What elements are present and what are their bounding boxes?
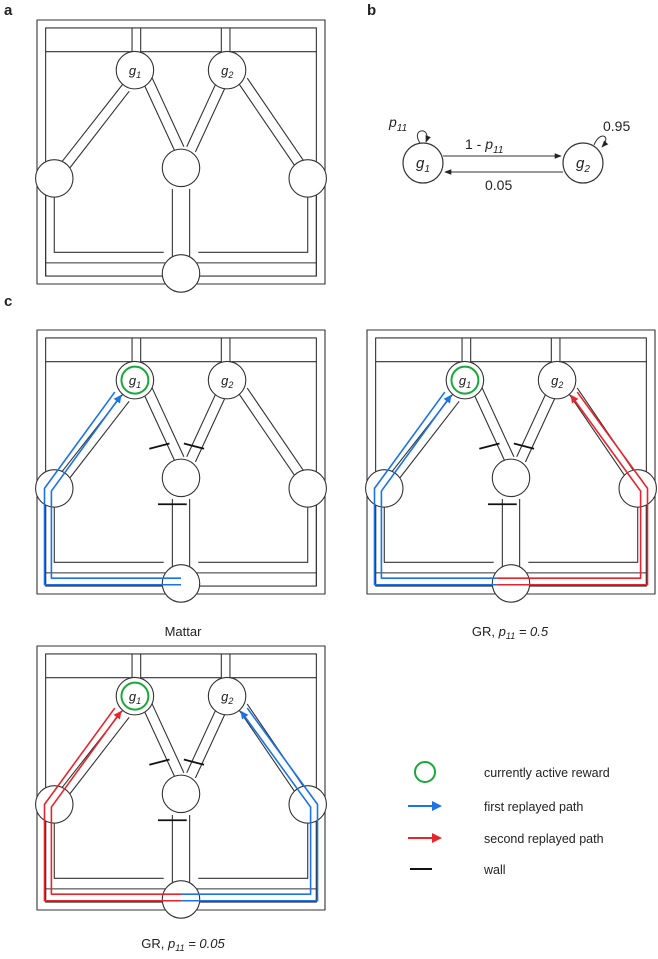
panel-label-b: b [367,2,376,19]
graph-node-g2-label: g2 [576,155,590,175]
graph-node-g1-label: g1 [416,155,430,175]
self-loop-g1 [417,130,431,144]
self-loop-g1-label: p11 [388,114,407,134]
maze-label-g1: g1 [129,373,141,390]
maze-node-g1 [115,50,155,90]
maze-node-bottom [161,880,201,919]
maze-label-g1: g1 [129,689,141,706]
maze-node-g2 [207,50,247,90]
maze-node-g2 [207,676,247,716]
maze-label-g2: g2 [221,63,233,80]
maze-label-g1: g1 [459,373,471,390]
maze-label-g2: g2 [551,373,563,390]
legend-wall-label: wall [483,863,506,877]
wall [149,758,170,766]
wall [513,442,535,450]
second-replayed-path [496,391,649,586]
legend-reward-label: currently active reward [484,766,610,780]
maze-node-left [35,159,74,198]
first-replayed-path [181,707,319,902]
first-replayed-path [181,710,312,895]
first-replayed-path [50,394,181,579]
reward-marker [120,681,150,711]
caption-gr-05: GR, p11 = 0.5 [472,624,549,641]
arrow-top-label: 1 - p11 [465,136,503,156]
first-replayed-path [373,391,497,586]
first-replayed-path [43,391,181,586]
maze-node-center [161,458,201,498]
reward-marker [450,365,480,395]
maze-node-bottom [161,564,201,603]
second-replayed-path [50,710,181,895]
maze-a: g1 g2 [35,19,327,293]
wall [149,442,170,450]
caption-mattar: Mattar [165,624,203,639]
transition-graph: g1 g2 1 - p11 0.05 p11 0.95 [388,114,630,193]
reward-marker [120,365,150,395]
graph-node-g1 [402,142,444,184]
legend-reward-icon [414,761,436,783]
first-replayed-path [380,394,497,579]
maze-label-g1: g1 [129,63,141,80]
maze-node-center [161,148,201,188]
second-replayed-path [496,394,642,579]
self-loop-g2-label: 0.95 [603,118,630,134]
panel-label-c: c [4,293,12,310]
caption-gr-005: GR, p11 = 0.05 [141,936,225,953]
maze-node-right [288,159,327,198]
maze-node-bottom [491,564,531,603]
wall [183,442,205,450]
maze-node-center [161,774,201,814]
maze-node-g2 [537,360,577,400]
maze-node-center [491,458,531,498]
self-loop-g2 [593,135,609,148]
graph-node-g2 [562,142,604,184]
maze-mattar: g1 g2 [35,329,327,603]
maze-node-bottom [161,254,201,293]
legend-second-label: second replayed path [484,832,604,846]
maze-label-g2: g2 [221,373,233,390]
arrow-bottom-label: 0.05 [485,177,512,193]
maze-gr-005: g1 g2 [35,645,327,919]
second-replayed-path [43,707,181,902]
wall [183,758,205,766]
maze-node-right [288,469,327,508]
legend-first-label: first replayed path [484,800,583,814]
panel-label-a: a [4,2,13,19]
maze-gr-05: g1 g2 [365,329,657,603]
maze-node-g2 [207,360,247,400]
legend: currently active reward first replayed p… [408,761,610,877]
wall [479,442,500,450]
maze-label-g2: g2 [221,689,233,706]
